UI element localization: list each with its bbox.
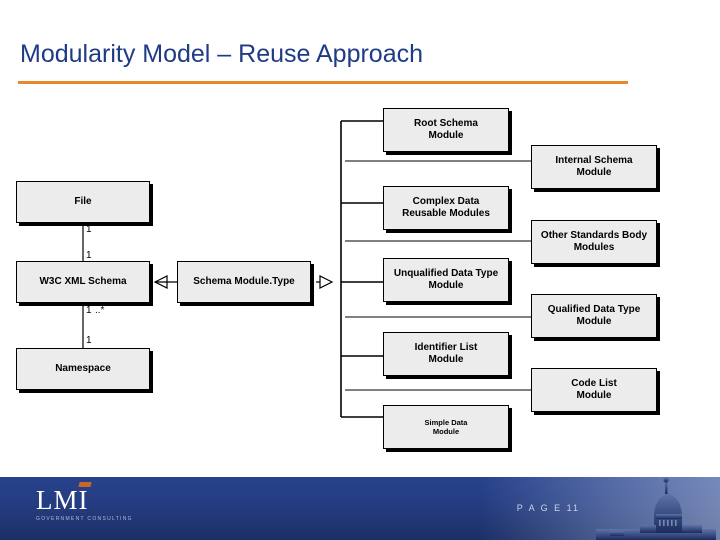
uml-box-label: Simple Data Module — [424, 417, 468, 436]
uml-box-label: Unqualified Data Type Module — [393, 267, 499, 291]
uml-box-code-list-module[interactable]: Code List Module — [531, 368, 657, 412]
multiplicity-schema-to-namespace: 1 — [86, 305, 92, 316]
uml-box-label: Root Schema Module — [414, 117, 478, 141]
lmi-logo-text: LMI — [36, 485, 89, 515]
uml-box-internal-schema-module[interactable]: Internal Schema Module — [531, 145, 657, 189]
uml-box-w3c-xml-schema[interactable]: W3C XML Schema — [16, 261, 150, 303]
uml-box-file[interactable]: File — [16, 181, 150, 223]
lmi-logo: LMI GOVERNMENT CONSULTING — [36, 482, 166, 522]
uml-box-label: W3C XML Schema — [39, 275, 127, 287]
lmi-logo-flag-icon — [77, 482, 92, 487]
uml-box-simple-data-module[interactable]: Simple Data Module — [383, 405, 509, 449]
uml-box-label: Other Standards Body Modules — [540, 229, 648, 253]
uml-box-namespace[interactable]: Namespace — [16, 348, 150, 390]
capitol-dome-image — [596, 477, 716, 540]
uml-box-schema-module-type[interactable]: Schema Module.Type — [177, 261, 311, 303]
uml-box-identifier-list-module[interactable]: Identifier List Module — [383, 332, 509, 376]
multiplicity-schema-to-namespace-star: ..* — [95, 305, 105, 316]
uml-box-label: Internal Schema Module — [555, 154, 633, 178]
page-title: Modularity Model – Reuse Approach — [20, 40, 424, 68]
uml-box-root-schema-module[interactable]: Root Schema Module — [383, 108, 509, 152]
diagram-connectors — [82, 120, 536, 418]
uml-box-label: Qualified Data Type Module — [547, 303, 641, 327]
multiplicity-schema-to-file-upper: 1 — [86, 250, 92, 261]
multiplicity-file-to-schema-lower: 1 — [86, 224, 92, 235]
uml-box-complex-data-reusable[interactable]: Complex Data Reusable Modules — [383, 186, 509, 230]
uml-box-label: Namespace — [55, 362, 111, 374]
uml-box-other-standards-body[interactable]: Other Standards Body Modules — [531, 220, 657, 264]
uml-box-label: Complex Data Reusable Modules — [402, 195, 490, 219]
uml-box-label: Identifier List Module — [414, 341, 478, 365]
uml-box-label: Code List Module — [571, 377, 617, 401]
lmi-logo-tagline: GOVERNMENT CONSULTING — [36, 516, 133, 522]
uml-box-unqualified-data-type[interactable]: Unqualified Data Type Module — [383, 258, 509, 302]
lmi-logo-mark: LMI — [36, 482, 92, 515]
generalization-arrow-schema-module-type — [319, 275, 334, 289]
page-number: P A G E 11 — [516, 503, 580, 513]
uml-box-qualified-data-type[interactable]: Qualified Data Type Module — [531, 294, 657, 338]
uml-box-label: Schema Module.Type — [193, 275, 295, 287]
uml-box-label: File — [74, 195, 92, 207]
multiplicity-namespace-to-schema: 1 — [86, 335, 92, 346]
title-underline-rule — [18, 81, 628, 84]
